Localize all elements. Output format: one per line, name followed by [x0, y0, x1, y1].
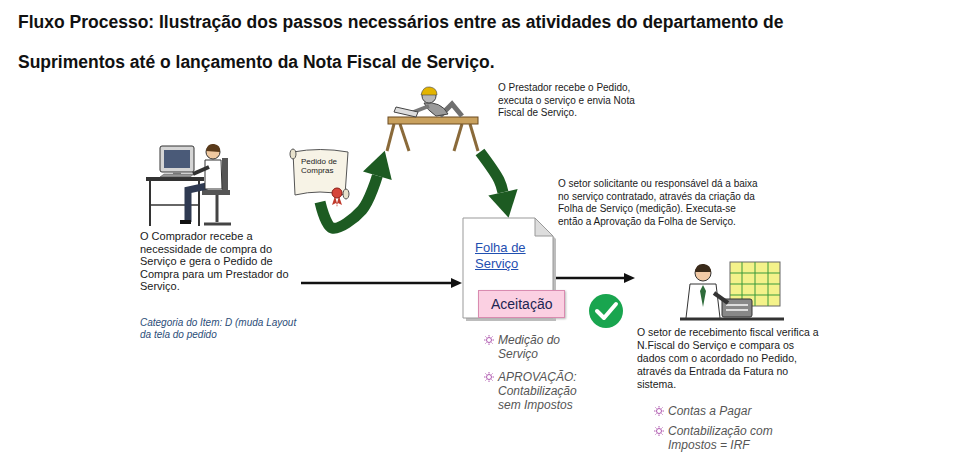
scroll-curl [290, 149, 296, 159]
provider-node: O Prestador recebe o Pedido, executa o s… [385, 82, 643, 152]
approval-check [589, 294, 623, 328]
plank [388, 117, 478, 124]
desk-leg [149, 181, 151, 226]
monitor-screen [164, 150, 190, 168]
buyer-arm [193, 167, 209, 174]
bullet-symbol [484, 372, 494, 382]
saw [394, 107, 418, 117]
bullet-symbol [654, 426, 664, 436]
monitor [160, 146, 194, 172]
bullet-text: APROVAÇÃO: Contabilização sem Impostos [498, 370, 598, 412]
scroll-label: Pedido de Compras [301, 157, 346, 175]
bullet-symbol [484, 335, 494, 345]
sawhorse-leg [387, 124, 394, 151]
document-fold [535, 218, 553, 236]
scroll-paper [293, 150, 348, 196]
step-note: O setor solicitante ou responsável dá a … [558, 178, 763, 228]
bullet-ring [657, 429, 662, 434]
sawhorse-leg [470, 124, 478, 151]
chair-back [222, 158, 228, 192]
bullet-rays [654, 406, 664, 416]
bullet-symbol [654, 406, 664, 416]
receiver-node: O setor de recebimento fiscal verifica a… [637, 258, 824, 391]
bullet-ring [487, 338, 492, 343]
page-title: Fluxo Processo: Ilustração dos passos ne… [18, 2, 880, 82]
item-category-note: Categoria do Item: D (muda Layout da tel… [140, 317, 298, 341]
step-text: O setor de recebimento fiscal verifica a… [637, 326, 824, 391]
document-title: Folha de Serviço [475, 240, 539, 272]
document-page [463, 218, 553, 318]
desk-bar [150, 204, 199, 206]
box-label: Aceitação [491, 295, 552, 313]
check-circle [589, 294, 623, 328]
receiver-hair [695, 264, 711, 272]
receiver-torso [686, 284, 720, 318]
helmet [421, 87, 437, 95]
flow-arrow [556, 277, 624, 280]
bullet-text: Contabilização com Impostos = IRF [668, 424, 783, 452]
chair-seat [202, 190, 230, 195]
receiver-figure [680, 262, 784, 319]
sawhorse-leg [454, 124, 462, 151]
buyer-legs [188, 186, 207, 222]
bullet-rays [484, 335, 494, 345]
buyer-hair [206, 144, 220, 152]
seal [332, 188, 342, 198]
acceptance-box: Aceitação [478, 290, 565, 318]
buyer-torso [205, 160, 222, 189]
buyer-figure [146, 144, 231, 226]
buyer-shoe [180, 220, 191, 224]
buyer-node: O Comprador recebe a necessidade de comp… [140, 135, 298, 341]
bullet-text: Contas a Pagar [668, 404, 788, 418]
bullet-text: Medição do Serviço [498, 333, 576, 361]
service-sheet-document: Folha de ServiçoAceitação [463, 218, 553, 318]
calculator-keys [726, 305, 748, 310]
bullet-ring [487, 375, 492, 380]
flow-arrow [301, 282, 451, 285]
chair-post [216, 195, 219, 222]
receiver-arm [714, 293, 728, 303]
purchase-order-scroll: Pedido de Compras [288, 146, 352, 202]
step-text: O Comprador recebe a necessidade de comp… [140, 230, 298, 293]
chair-base [204, 223, 231, 226]
tie [700, 285, 706, 307]
step-text: O Prestador recebe o Pedido, executa o s… [498, 82, 643, 120]
figure-space [637, 258, 747, 326]
sawhorse-leg [400, 124, 409, 151]
provider-figure [387, 87, 478, 151]
scroll-curl [343, 189, 349, 199]
figure-space [385, 82, 498, 152]
green-flow-arrow [480, 152, 503, 192]
figure-space [140, 135, 240, 230]
bullet-ring [657, 409, 662, 414]
desk-top [146, 177, 204, 181]
bullet-rays [484, 372, 494, 382]
keyboard [160, 174, 194, 177]
check-mark [597, 304, 616, 318]
bullet-rays [654, 426, 664, 436]
